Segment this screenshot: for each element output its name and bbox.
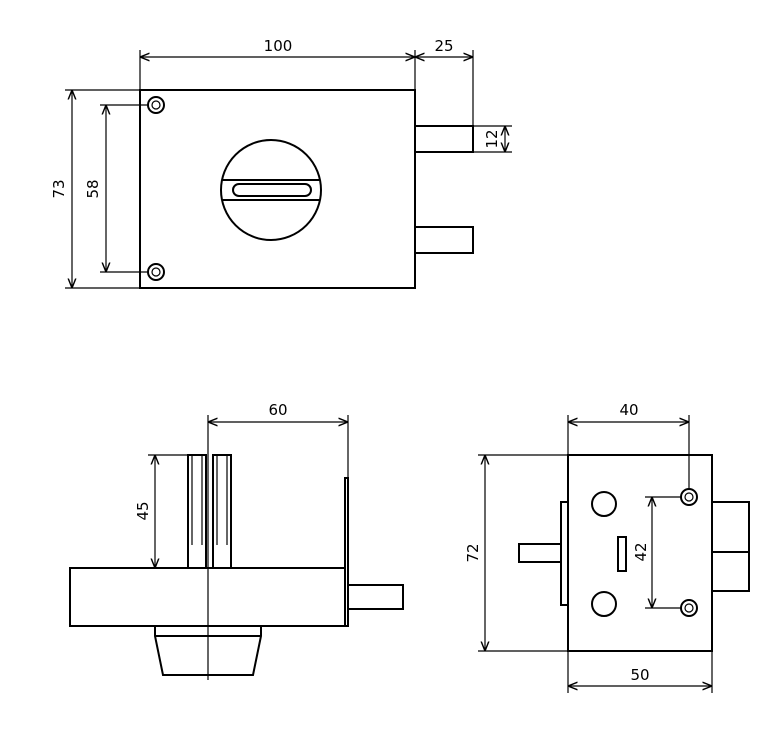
dimension-label-72: 72 bbox=[464, 543, 482, 562]
dimension-label-40: 40 bbox=[619, 401, 638, 419]
cylinder-hole-top bbox=[591, 491, 617, 517]
mounting-hole-top bbox=[147, 96, 165, 114]
center-slot bbox=[617, 536, 627, 572]
side-view: 60 45 bbox=[69, 401, 404, 680]
dimension-label-42: 42 bbox=[632, 542, 650, 561]
back-view: 40 42 72 50 bbox=[464, 401, 750, 693]
dimension-label-58: 58 bbox=[84, 179, 102, 198]
spindle bbox=[518, 543, 562, 563]
front-view: 100 25 12 73 58 bbox=[50, 37, 512, 289]
dimension-bolt-projection: 25 bbox=[415, 37, 474, 126]
dimension-label-60: 60 bbox=[268, 401, 287, 419]
dimension-bolt-height: 12 bbox=[473, 125, 512, 153]
mounting-hole-back-bottom bbox=[680, 599, 698, 617]
pin-right bbox=[212, 454, 232, 569]
bolt-end-upper bbox=[711, 501, 750, 553]
dimension-label-25: 25 bbox=[434, 37, 453, 55]
dimension-depth-side: 60 bbox=[208, 401, 349, 478]
dimension-label-50: 50 bbox=[630, 666, 649, 684]
dimension-pin-length: 45 bbox=[134, 454, 188, 569]
dimension-height-back: 72 bbox=[464, 454, 568, 652]
dimension-height-front: 73 bbox=[50, 89, 140, 289]
dimension-label-100: 100 bbox=[264, 37, 293, 55]
bolt-end-lower bbox=[711, 551, 750, 592]
bolt-upper bbox=[414, 125, 474, 153]
dimension-width-front: 100 bbox=[139, 37, 416, 90]
bolt-lower bbox=[414, 226, 474, 254]
dimension-label-12: 12 bbox=[483, 129, 501, 148]
thumb-turn bbox=[220, 139, 322, 241]
pin-left bbox=[187, 454, 207, 569]
dimension-label-73: 73 bbox=[50, 179, 68, 198]
dimension-hole-spacing-back: 42 bbox=[632, 496, 681, 609]
mounting-hole-bottom bbox=[147, 263, 165, 281]
dimension-label-45: 45 bbox=[134, 501, 152, 520]
dimension-hole-spacing-front: 58 bbox=[84, 104, 148, 273]
mounting-hole-back-top bbox=[680, 488, 698, 506]
dimension-width-back: 50 bbox=[567, 651, 713, 693]
side-plate bbox=[344, 477, 349, 627]
dimension-hole-offset: 40 bbox=[567, 401, 690, 489]
back-plate bbox=[560, 501, 569, 606]
lock-body-front bbox=[139, 89, 416, 289]
cylinder-hole-bottom bbox=[591, 591, 617, 617]
bolt-side bbox=[347, 584, 404, 610]
